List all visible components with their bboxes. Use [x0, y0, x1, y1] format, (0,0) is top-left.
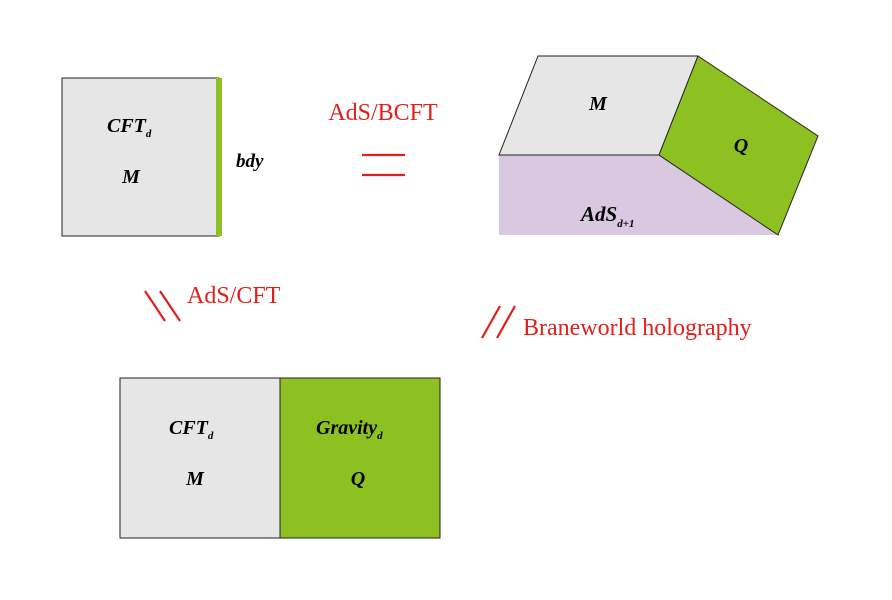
bcft-cft-label: CFT: [107, 115, 147, 137]
bcft-cft-subscript: d: [146, 128, 152, 140]
brane-region-m-label: M: [185, 468, 205, 490]
braneworld-relation: Braneworld holography: [481, 305, 752, 341]
svg-text:AdSd+1: AdSd+1: [579, 202, 634, 230]
svg-text:CFTd: CFTd: [169, 417, 214, 442]
brane-gravity-label: Gravity: [316, 417, 377, 439]
ads-bcft-relation: AdS/BCFT: [328, 100, 438, 177]
bulk-panel: M Q AdSd+1: [498, 55, 819, 236]
bulk-ads-label: AdS: [579, 202, 617, 226]
brane-region-q-label: Q: [351, 468, 365, 490]
ads-cft-relation: AdS/CFT: [144, 283, 281, 322]
svg-text:CFTd: CFTd: [107, 115, 152, 140]
ads-cft-slash-1: [144, 290, 166, 322]
bcft-boundary-strip: [216, 78, 222, 236]
bulk-ads-subscript: d+1: [617, 218, 634, 230]
braneworld-label: Braneworld holography: [523, 315, 752, 341]
brane-cft-subscript: d: [208, 430, 214, 442]
bulk-ads-face: [499, 155, 778, 235]
ads-cft-label: AdS/CFT: [187, 283, 281, 309]
svg-text:Gravityd: Gravityd: [316, 417, 383, 442]
bcft-region-m-label: M: [121, 166, 141, 188]
brane-region-m: [119, 377, 281, 539]
brane-region-q: [279, 377, 441, 539]
bcft-panel: CFTd M bdy: [61, 77, 264, 237]
braneworld-slash-1: [481, 305, 501, 339]
bulk-q-label: Q: [734, 135, 748, 157]
bcft-boundary-label: bdy: [236, 151, 264, 172]
braneworld-slash-2: [496, 305, 516, 339]
ads-cft-slash-2: [159, 290, 181, 322]
bulk-m-label: M: [588, 93, 608, 115]
bcft-region-m: [61, 77, 220, 237]
brane-cft-label: CFT: [169, 417, 209, 439]
brane-panel: CFTd M Gravityd Q: [119, 377, 441, 539]
brane-gravity-subscript: d: [377, 430, 383, 442]
bulk-q-face: [658, 55, 819, 236]
ads-bcft-label: AdS/BCFT: [328, 100, 438, 126]
